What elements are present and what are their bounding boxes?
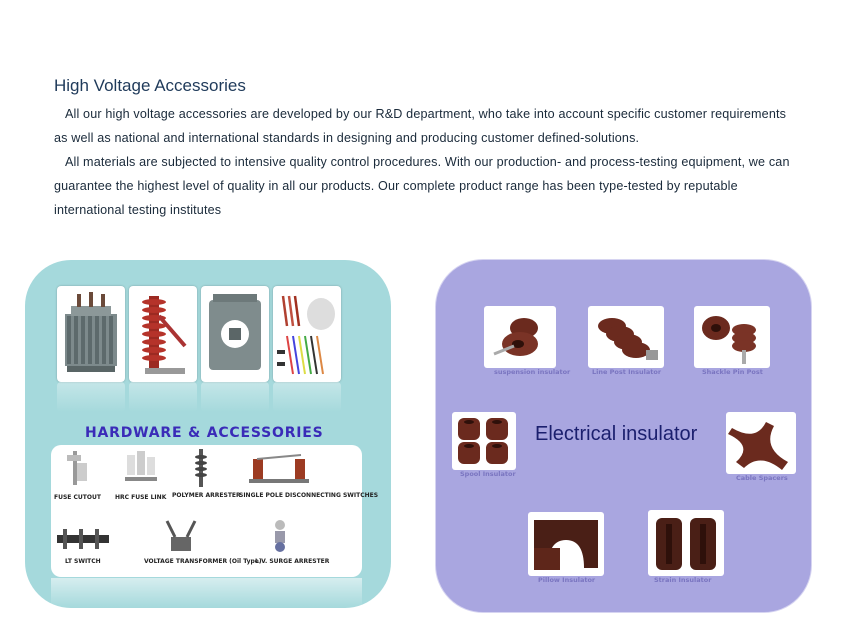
hardware-item-label: LT SWITCH: [65, 558, 101, 565]
strain-insulator-image: [648, 510, 724, 576]
hardware-title: HARDWARE & ACCESSORIES: [85, 425, 324, 441]
thumbnail-reflection: [201, 382, 269, 412]
intro-paragraph-2-text: All materials are subjected to intensive…: [54, 155, 790, 217]
hardware-accessories-panel[interactable]: HARDWARE & ACCESSORIES FUSE CUTOUT HRC F…: [25, 260, 391, 608]
hardware-item-label: HRC FUSE LINK: [115, 494, 167, 501]
catalog-reflection: [51, 578, 362, 608]
shackle-pin-post-image: [694, 306, 770, 368]
electrical-insulator-panel[interactable]: suspension insulator Line Post Insulator…: [435, 259, 812, 613]
insulator-item-label: Strain Insulator: [654, 576, 712, 584]
insulator-column-icon: [129, 286, 197, 382]
insulator-item-label: Line Post Insulator: [592, 368, 662, 376]
thumbnail-reflection: [273, 382, 341, 412]
hardware-item-label: FUSE CUTOUT: [54, 494, 101, 501]
hardware-item-label: SINGLE POLE DISCONNECTING SWITCHES: [239, 492, 379, 499]
insulator-item-label: Cable Spacers: [736, 474, 788, 482]
surge-arrester-icon: [275, 520, 285, 552]
hrc-fuse-link-icon: [125, 451, 157, 481]
thumbnail-reflection: [129, 382, 197, 412]
suspension-insulator-image: [484, 306, 556, 368]
insulator-item-label: suspension insulator: [494, 368, 571, 376]
intro-paragraph-2: All materials are subjected to intensive…: [54, 150, 794, 222]
thumbnail-reflection: [57, 382, 125, 412]
spool-insulator-image: [452, 412, 516, 470]
current-transformer-icon: [201, 286, 269, 382]
pillow-insulator-image: [528, 512, 604, 576]
intro-paragraph-1-text: All our high voltage accessories are dev…: [54, 107, 787, 145]
transformer-icon: [57, 286, 125, 382]
hardware-item-label: VOLTAGE TRANSFORMER (Oil Type): [144, 558, 262, 565]
insulator-item-label: Shackle Pin Post: [702, 368, 763, 376]
hardware-catalog-box: FUSE CUTOUT HRC FUSE LINK POLYMER ARREST…: [51, 445, 378, 577]
cables-icon: [273, 286, 341, 382]
hardware-item-label: POLYMER ARRESTER: [172, 492, 241, 499]
voltage-transformer-icon: [165, 520, 197, 551]
page-title: High Voltage Accessories: [54, 76, 246, 95]
polymer-arrester-icon: [195, 449, 207, 487]
insulator-item-label: Pillow Insulator: [538, 576, 596, 584]
insulator-title: Electrical insulator: [535, 423, 698, 445]
line-post-insulator-image: [588, 306, 664, 368]
lt-switch-icon: [57, 529, 109, 549]
fuse-cutout-icon: [67, 451, 87, 485]
intro-paragraph-1: All our high voltage accessories are dev…: [54, 102, 794, 150]
insulator-item-label: Spool Insulator: [460, 470, 516, 478]
hardware-item-label: L.V. SURGE ARRESTER: [255, 558, 330, 565]
disconnecting-switch-icon: [249, 454, 309, 483]
cable-spacers-image: [726, 412, 796, 474]
